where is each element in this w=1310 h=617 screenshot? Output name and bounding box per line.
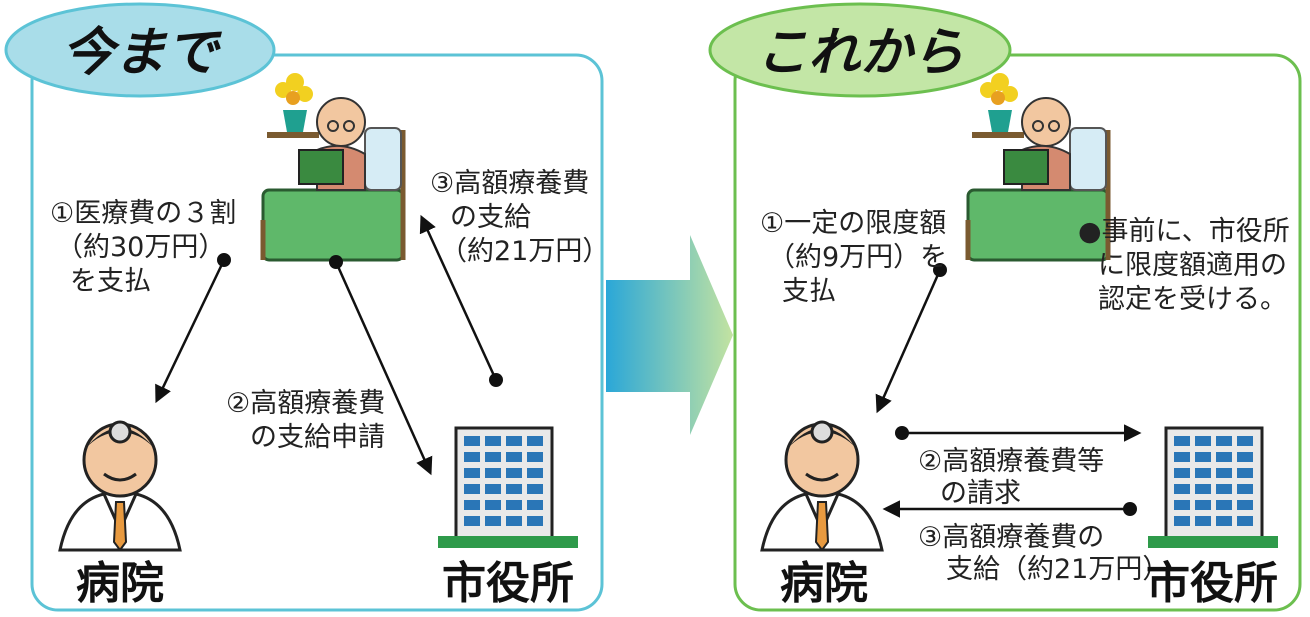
building-window xyxy=(1174,436,1190,446)
advance-note-line-1: ●事前に、市役所 xyxy=(1078,216,1290,247)
step2-line-1: ②高額療養費 xyxy=(226,388,385,419)
building-window xyxy=(527,468,543,478)
building-window xyxy=(527,484,543,494)
panel-after: これから xyxy=(708,2,1302,612)
flower-pot-icon xyxy=(972,73,1024,138)
city-hall-building-icon xyxy=(1148,426,1278,548)
building-window xyxy=(464,484,480,494)
transition-arrow xyxy=(606,235,733,435)
building-window xyxy=(506,452,522,462)
building-window xyxy=(506,516,522,526)
step2-label: ②高額療養費等 の請求 xyxy=(918,446,1104,509)
advance-note: ●事前に、市役所 に限度額適用の 認定を受ける。 xyxy=(1078,216,1290,315)
step2-line-1: ②高額療養費等 xyxy=(918,446,1104,477)
patient-in-bed-icon xyxy=(260,73,406,262)
building-window xyxy=(1195,452,1211,462)
building-window xyxy=(1195,436,1211,446)
step2-line-2: の支給申請 xyxy=(250,422,385,453)
building-window xyxy=(1237,468,1253,478)
building-window xyxy=(1237,516,1253,526)
building-window xyxy=(1174,500,1190,510)
step2-arrow xyxy=(334,261,433,476)
building-window xyxy=(485,436,501,446)
building-window xyxy=(506,436,522,446)
building-window xyxy=(464,468,480,478)
city-hall-label: 市役所 xyxy=(442,558,574,609)
building-window xyxy=(1174,516,1190,526)
step3-line-1: ③高額療養費 xyxy=(430,168,589,199)
panel-before-title: 今まで xyxy=(62,23,222,83)
building-window xyxy=(1216,500,1232,510)
step1-label: ①医療費の３割 （約30万円） を支払 xyxy=(50,198,236,297)
patient-in-bed-icon xyxy=(965,73,1111,262)
city-hall-label: 市役所 xyxy=(1146,558,1278,609)
step3-line-2: 支給（約21万円） xyxy=(946,554,1169,585)
building-window xyxy=(506,500,522,510)
advance-note-line-2: に限度額適用の xyxy=(1098,250,1287,281)
building-window xyxy=(1216,452,1232,462)
panel-after-frame xyxy=(733,53,1302,612)
panel-after-title: これから xyxy=(756,23,964,83)
building-window xyxy=(1174,468,1190,478)
step3-label: ③高額療養費 の支給 （約21万円） xyxy=(430,168,609,267)
building-window xyxy=(464,436,480,446)
advance-note-line-3: 認定を受ける。 xyxy=(1098,284,1287,315)
building-window xyxy=(1237,484,1253,494)
building-window xyxy=(485,468,501,478)
building-window xyxy=(527,436,543,446)
building-window xyxy=(1195,500,1211,510)
building-window xyxy=(506,468,522,478)
building-window xyxy=(1195,468,1211,478)
flower-pot-icon xyxy=(267,73,319,138)
step3-label: ③高額療養費の 支給（約21万円） xyxy=(918,522,1169,585)
step1-label: ①一定の限度額 （約9万円）を 支払 xyxy=(760,208,947,307)
building-window xyxy=(1174,452,1190,462)
hospital-label: 病院 xyxy=(76,558,164,609)
building-window xyxy=(485,484,501,494)
step3-line-2: の支給 xyxy=(450,202,531,233)
building-window xyxy=(1237,500,1253,510)
hospital-label: 病院 xyxy=(780,558,868,609)
step1-line-2: （約9万円）を xyxy=(768,242,947,273)
panel-after-title-tab xyxy=(708,2,1012,98)
building-window xyxy=(527,500,543,510)
doctor-icon xyxy=(760,420,884,552)
building-window xyxy=(485,500,501,510)
doctor-icon xyxy=(58,420,182,552)
city-hall-building-icon xyxy=(438,426,578,548)
step1-line-1: ①医療費の３割 xyxy=(50,198,236,229)
building-window xyxy=(1216,468,1232,478)
step3-line-1: ③高額療養費の xyxy=(918,522,1104,553)
step2-label: ②高額療養費 の支給申請 xyxy=(226,388,385,453)
step1-arrow xyxy=(155,259,226,404)
step2-line-2: の請求 xyxy=(940,478,1021,509)
building-window xyxy=(485,452,501,462)
building-window xyxy=(1174,484,1190,494)
building-window xyxy=(506,484,522,494)
building-window xyxy=(464,452,480,462)
panel-before: 今まで xyxy=(4,2,609,612)
building-window xyxy=(464,516,480,526)
step1-line-1: ①一定の限度額 xyxy=(760,208,946,239)
building-window xyxy=(485,516,501,526)
building-window xyxy=(1216,484,1232,494)
step1-line-2: （約30万円） xyxy=(56,232,225,263)
step3-line-3: （約21万円） xyxy=(440,236,609,267)
building-window xyxy=(464,500,480,510)
step1-line-3: 支払 xyxy=(782,276,836,307)
panel-before-title-tab xyxy=(4,2,276,98)
building-window xyxy=(1216,516,1232,526)
building-window xyxy=(1237,452,1253,462)
step1-arrow xyxy=(875,269,942,414)
building-window xyxy=(1195,516,1211,526)
step1-line-3: を支払 xyxy=(70,266,151,297)
building-window xyxy=(1195,484,1211,494)
building-window xyxy=(1237,436,1253,446)
panel-before-frame xyxy=(30,53,604,612)
building-window xyxy=(527,452,543,462)
building-window xyxy=(527,516,543,526)
step3-arrow xyxy=(419,214,498,381)
building-window xyxy=(1216,436,1232,446)
